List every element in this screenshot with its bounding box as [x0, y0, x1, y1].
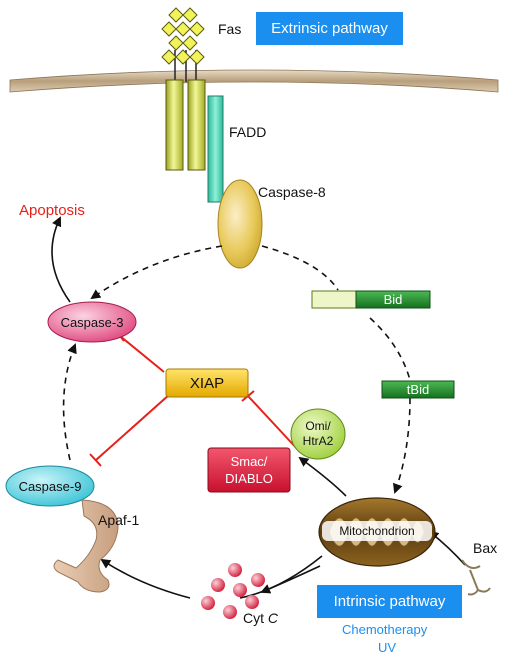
- bax-label: Bax: [473, 540, 498, 556]
- apaf-1-protein: [53, 499, 119, 593]
- omi-htra2-protein: [290, 408, 346, 460]
- extrinsic-pathway-label: Extrinsic pathway: [271, 20, 388, 37]
- smac-label-box: Smac/ DIABLO: [208, 448, 290, 492]
- cyt-c-italic: C: [267, 610, 279, 626]
- cell-membrane: [9, 69, 499, 93]
- caspase-8-protein: [217, 179, 263, 269]
- cytochrome-c-molecules: [201, 563, 265, 619]
- tbid-label-box: tBid: [382, 381, 454, 398]
- caspase-3-label: Caspase-3: [60, 314, 124, 330]
- xiap-label: XIAP: [189, 374, 225, 392]
- omi-htra2-label: Omi/ HtrA2: [302, 419, 334, 448]
- cyt-c-label: Cyt C: [243, 610, 278, 626]
- caspase-9-protein: [5, 465, 95, 507]
- xiap-protein: [165, 368, 249, 398]
- bid-label: Bid: [383, 292, 403, 307]
- fadd-protein: [207, 95, 224, 203]
- caspase-9-label-box: Caspase-9: [6, 466, 94, 506]
- intrinsic-pathway-box: Intrinsic pathway: [317, 585, 462, 618]
- smac-diablo-label: Smac/ DIABLO: [225, 454, 273, 486]
- mitochondrion-organelle: [318, 497, 436, 567]
- chemotherapy-label: Chemotherapy: [342, 622, 428, 637]
- tbid-protein: [381, 380, 455, 399]
- inhibition-lines: [89, 330, 301, 467]
- bid-label-box: Bid: [356, 291, 430, 308]
- tbid-label: tBid: [406, 382, 430, 397]
- smac-diablo-protein: [207, 447, 291, 493]
- caspase-3-label-box: Caspase-3: [48, 302, 136, 342]
- apoptosis-label: Apoptosis: [19, 202, 85, 219]
- omi-label-box: Omi/ HtrA2: [291, 409, 345, 459]
- mitochondrion-label: Mitochondrion: [339, 524, 415, 538]
- mitochondrion-label-box: Mitochondrion: [322, 521, 432, 541]
- fas-label: Fas: [218, 21, 242, 37]
- fas-receptor: [161, 7, 206, 171]
- intrinsic-pathway-label: Intrinsic pathway: [333, 593, 446, 610]
- caspase-8-label: Caspase-8: [258, 184, 326, 200]
- fadd-label: FADD: [229, 124, 267, 140]
- caspase-3-protein: [47, 301, 137, 343]
- pathway-flow-arrows: [51, 216, 466, 599]
- extrinsic-pathway-box: Extrinsic pathway: [256, 12, 403, 45]
- xiap-label-box: XIAP: [166, 369, 248, 397]
- bid-protein: [311, 290, 431, 309]
- bax-protein: [461, 559, 491, 596]
- caspase-9-label: Caspase-9: [18, 478, 82, 494]
- apaf-1-label: Apaf-1: [98, 512, 140, 528]
- cyt-c-prefix: Cyt: [243, 610, 268, 626]
- uv-label: UV: [378, 640, 397, 655]
- cyt-c-release-arrow: [260, 565, 321, 594]
